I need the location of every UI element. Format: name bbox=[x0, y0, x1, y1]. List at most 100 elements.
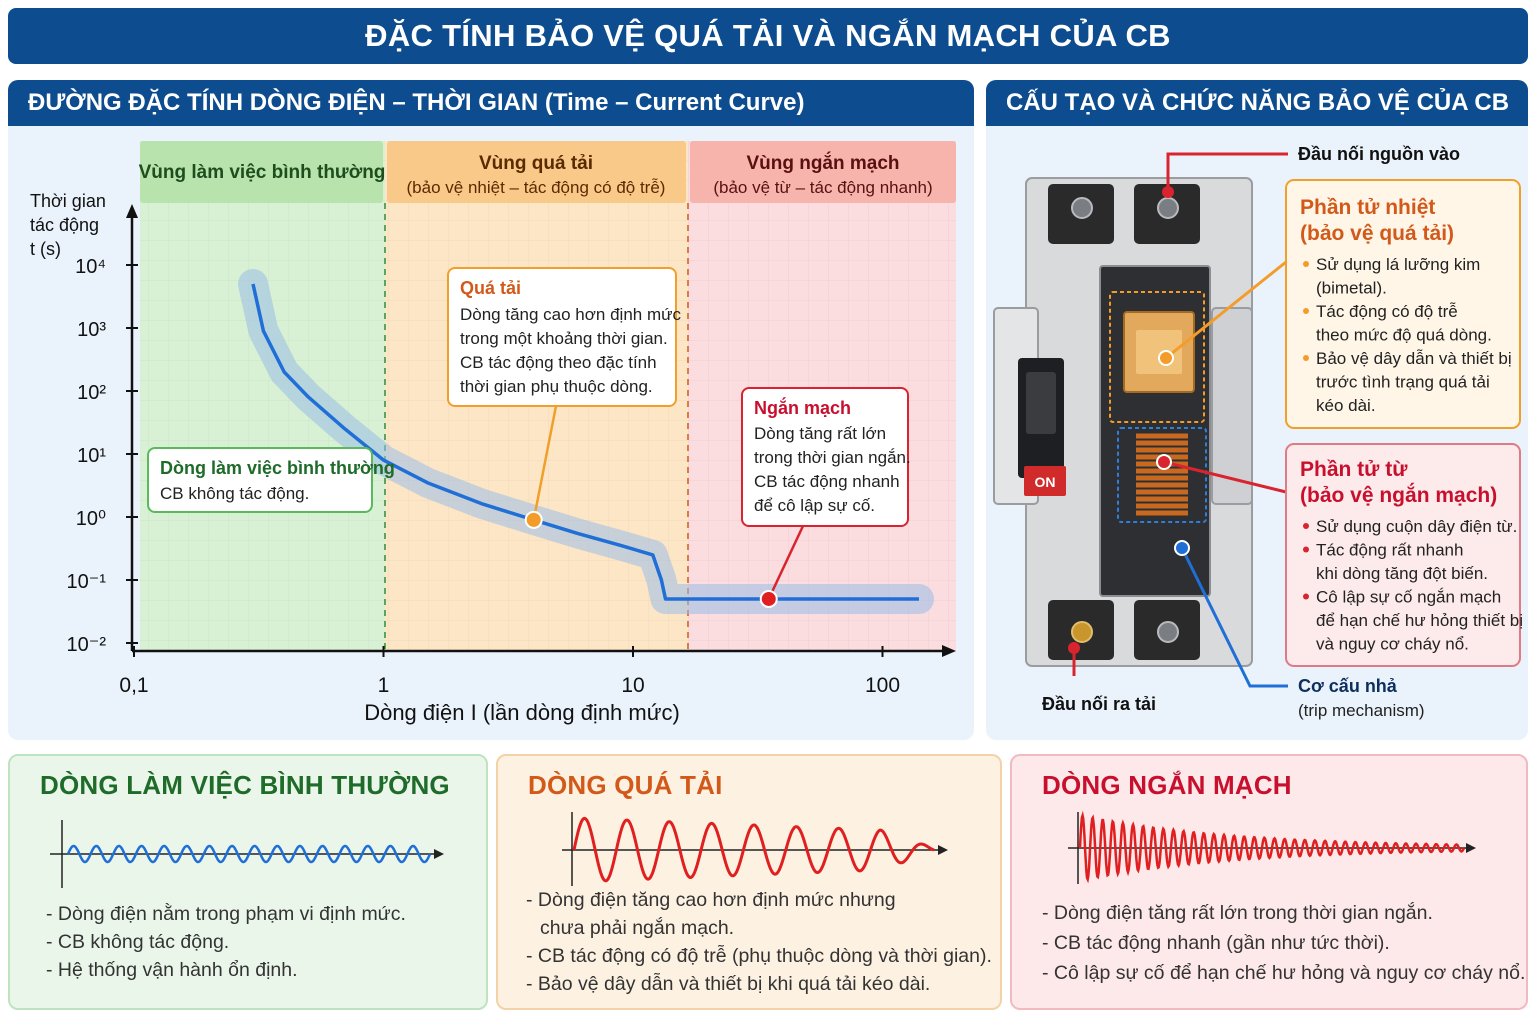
marker-overload bbox=[524, 510, 543, 529]
y-axis-label-line1: Thời gian bbox=[30, 191, 106, 211]
thermal-info-box bbox=[1285, 179, 1521, 429]
card-short-item: Cô lập sự cố để hạn chế hư hỏng và nguy … bbox=[1042, 958, 1525, 988]
overload-sine-wave bbox=[572, 816, 935, 883]
y-tick-label: 10⁻¹ bbox=[67, 571, 107, 593]
zone-short-subtitle: (bảo vệ từ – tác động nhanh) bbox=[713, 178, 932, 197]
magnetic-info-box bbox=[1285, 443, 1521, 667]
y-axis-label-line3: t (s) bbox=[30, 239, 61, 259]
zone-overload-title: Vùng quá tải bbox=[479, 153, 593, 174]
bullet-text: khi dòng tăng đột biến. bbox=[1316, 564, 1488, 583]
thermal-title: Phần tử nhiệt bbox=[1300, 196, 1435, 219]
marker-short-circuit bbox=[759, 589, 778, 608]
leader-magnetic bbox=[1163, 460, 1287, 494]
cb-panel-heading: CẤU TẠO VÀ CHỨC NĂNG BẢO VỆ CỦA CB bbox=[986, 80, 1528, 126]
callout-short-line: để cô lập sự cố. bbox=[754, 496, 875, 515]
cb-structure-panel: CẤU TẠO VÀ CHỨC NĂNG BẢO VỆ CỦA CB bbox=[986, 80, 1528, 740]
zone-overload-subtitle: (bảo vệ nhiệt – tác động có độ trễ) bbox=[407, 178, 666, 197]
card-short-title: DÒNG NGẮN MẠCH bbox=[1042, 770, 1292, 800]
card-short-list: Dòng điện tăng rất lớn trong thời gian n… bbox=[1042, 898, 1525, 988]
zone-short-title: Vùng ngắn mạch bbox=[746, 152, 899, 174]
bullet-text: Bảo vệ dây dẫn và thiết bị bbox=[1316, 349, 1512, 368]
bullet-text: Tác động có độ trễ bbox=[1316, 302, 1458, 321]
bullet-text: Cô lập sự cố ngắn mạch bbox=[1316, 588, 1501, 607]
card-overload-current: DÒNG QUÁ TẢI Dòng điện tăng cao hơn định… bbox=[496, 754, 1002, 1010]
thermal-title-sub: (bảo vệ quá tải) bbox=[1300, 222, 1454, 245]
label-trip-sub: (trip mechanism) bbox=[1298, 701, 1425, 720]
bullet-dot bbox=[1303, 546, 1309, 553]
bullet-dot bbox=[1303, 261, 1309, 267]
callout-overload-line: thời gian phụ thuộc dòng. bbox=[460, 377, 653, 396]
card-short-circuit-current: DÒNG NGẮN MẠCH Dòng điện tăng rất lớn tr… bbox=[1010, 754, 1528, 1010]
short-circuit-waveform bbox=[1068, 810, 1476, 884]
card-normal-title: DÒNG LÀM VIỆC BÌNH THƯỜNG bbox=[40, 770, 450, 800]
card-overload-list: Dòng điện tăng cao hơn định mức nhưng ch… bbox=[526, 886, 992, 998]
card-overload-item: chưa phải ngắn mạch. bbox=[540, 917, 735, 939]
overload-waveform bbox=[562, 812, 948, 886]
callout-normal-line: CB không tác động. bbox=[160, 484, 309, 503]
callout-short-line: Dòng tăng rất lớn bbox=[754, 424, 886, 443]
card-overload-item: Bảo vệ dây dẫn và thiết bị khi quá tải k… bbox=[526, 970, 992, 998]
bullet-dot bbox=[1303, 593, 1309, 600]
x-tick-label: 100 bbox=[865, 674, 900, 697]
time-current-curve-panel: ĐƯỜNG ĐẶC TÍNH DÒNG ĐIỆN – THỜI GIAN (Ti… bbox=[8, 80, 974, 740]
bullet-text: (bimetal). bbox=[1316, 279, 1387, 298]
card-normal-list: Dòng điện nằm trong phạm vi định mức. CB… bbox=[46, 900, 406, 984]
chart-panel-heading: ĐƯỜNG ĐẶC TÍNH DÒNG ĐIỆN – THỜI GIAN (Ti… bbox=[8, 80, 974, 126]
bullet-dot bbox=[1303, 308, 1309, 314]
callout-short-title: Ngắn mạch bbox=[754, 397, 851, 418]
y-tick-label: 10⁰ bbox=[76, 508, 106, 530]
card-normal-current: DÒNG LÀM VIỆC BÌNH THƯỜNG Dòng điện nằm … bbox=[8, 754, 488, 1010]
magnetic-title-sub: (bảo vệ ngắn mạch) bbox=[1300, 483, 1497, 507]
bullet-dot bbox=[1303, 355, 1309, 361]
bullet-text: Tác động rất nhanh bbox=[1316, 541, 1463, 560]
y-tick-label: 10⁴ bbox=[75, 256, 106, 278]
time-current-chart: Vùng làm việc bình thường Vùng quá tải (… bbox=[30, 141, 956, 725]
callout-overload-line: Dòng tăng cao hơn định mức bbox=[460, 305, 681, 324]
normal-waveform bbox=[50, 820, 444, 888]
bullet-text: trước tình trạng quá tải bbox=[1316, 373, 1490, 392]
cb-diagram: ON Đầu nối nguồn vào Đầu nối ra tải Cơ c… bbox=[993, 144, 1523, 720]
label-input-terminal: Đầu nối nguồn vào bbox=[1298, 144, 1460, 164]
y-tick-label: 10¹ bbox=[77, 445, 106, 467]
card-short-item: Dòng điện tăng rất lớn trong thời gian n… bbox=[1042, 898, 1525, 928]
bullet-dot bbox=[1303, 523, 1309, 529]
card-overload-item: Dòng điện tăng cao hơn định mức nhưng bbox=[526, 886, 992, 914]
bullet-text: và nguy cơ cháy nổ. bbox=[1316, 635, 1469, 654]
label-trip-mechanism: Cơ cấu nhả bbox=[1298, 676, 1398, 696]
callout-short: Ngắn mạch Dòng tăng rất lớn trong thời g… bbox=[741, 387, 911, 527]
callout-overload-leader bbox=[532, 405, 558, 521]
zone-normal-title: Vùng làm việc bình thường bbox=[139, 162, 386, 183]
y-tick-label: 10³ bbox=[77, 319, 106, 341]
short-circuit-wave bbox=[1078, 810, 1466, 884]
callout-short-line: CB tác động nhanh bbox=[754, 472, 900, 491]
callout-normal-title: Dòng làm việc bình thường bbox=[160, 458, 395, 478]
callout-short-leader bbox=[767, 525, 805, 600]
switch-on-label: ON bbox=[1035, 474, 1056, 490]
bullet-text: theo mức độ quá dòng. bbox=[1316, 326, 1492, 345]
card-normal-item: Dòng điện nằm trong phạm vi định mức. bbox=[46, 900, 406, 928]
card-overload-title: DÒNG QUÁ TẢI bbox=[528, 770, 723, 800]
callout-overload: Quá tải Dòng tăng cao hơn định mức trong… bbox=[447, 267, 681, 407]
leader-thermal bbox=[1165, 260, 1287, 360]
callout-short-line: trong thời gian ngắn. bbox=[754, 448, 911, 467]
card-normal-item: CB không tác động. bbox=[46, 928, 406, 956]
y-tick-label: 10⁻² bbox=[67, 634, 107, 656]
x-axis-label: Dòng điện I (lần dòng định mức) bbox=[364, 700, 680, 725]
card-normal-item: Hệ thống vận hành ổn định. bbox=[46, 956, 406, 984]
card-short-item: CB tác động nhanh (gần như tức thời). bbox=[1042, 928, 1525, 958]
leader-input-terminal bbox=[1166, 152, 1288, 188]
bullet-text: để hạn chế hư hỏng thiết bị bbox=[1316, 611, 1523, 630]
callout-normal: Dòng làm việc bình thường CB không tác đ… bbox=[147, 447, 395, 513]
page-title: ĐẶC TÍNH BẢO VỆ QUÁ TẢI VÀ NGẮN MẠCH CỦA… bbox=[8, 8, 1528, 64]
label-output-terminal: Đầu nối ra tải bbox=[1042, 694, 1156, 714]
bullet-text: kéo dài. bbox=[1316, 396, 1376, 415]
breaker-illustration: ON bbox=[993, 177, 1253, 667]
callout-overload-line: CB tác động theo đặc tính bbox=[460, 353, 657, 372]
bullet-text: Sử dụng cuộn dây điện từ. bbox=[1316, 517, 1517, 536]
y-axis-label-line2: tác động bbox=[30, 215, 99, 235]
x-tick-label: 0,1 bbox=[119, 674, 148, 697]
normal-sine-wave bbox=[66, 844, 432, 864]
trip-curve-line bbox=[251, 283, 919, 601]
x-tick-label: 1 bbox=[378, 674, 390, 697]
y-tick-label: 10² bbox=[77, 382, 106, 404]
